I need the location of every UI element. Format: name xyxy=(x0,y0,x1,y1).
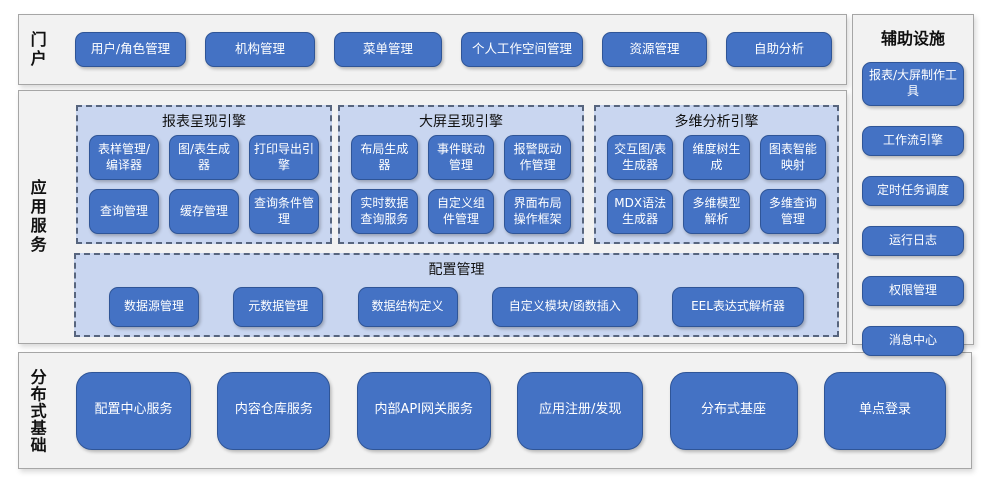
node-ui-layout-operation-framework: 界面布局操作框架 xyxy=(504,189,571,234)
report-rendering-engine-panel: 报表呈现引擎 表样管理/编译器 图/表生成器 打印导出引擎 查询管理 缓存管理 … xyxy=(76,105,332,244)
node-permission-management: 权限管理 xyxy=(862,276,964,306)
node-realtime-data-query-service: 实时数据查询服务 xyxy=(351,189,418,234)
olap-analysis-engine-panel: 多维分析引擎 交互图/表生成器 维度树生成 图表智能映射 MDX语法生成器 多维… xyxy=(594,105,839,244)
olap-analysis-engine-title: 多维分析引擎 xyxy=(674,114,759,130)
olap-analysis-engine-grid: 交互图/表生成器 维度树生成 图表智能映射 MDX语法生成器 多维模型解析 多维… xyxy=(596,133,837,234)
node-eel-expression-parser: EEL表达式解析器 xyxy=(672,287,804,327)
node-chart-table-generator: 图/表生成器 xyxy=(169,135,239,180)
node-run-logs: 运行日志 xyxy=(862,226,964,256)
app-services-section: 应用服务 报表呈现引擎 表样管理/编译器 图/表生成器 打印导出引擎 查询管理 … xyxy=(18,90,847,344)
node-cache-management: 缓存管理 xyxy=(169,189,239,234)
portal-node-organization-management: 机构管理 xyxy=(205,32,315,67)
node-interactive-chart-generator: 交互图/表生成器 xyxy=(607,135,674,180)
config-management-title: 配置管理 xyxy=(428,262,485,278)
node-custom-module-function-insert: 自定义模块/函数插入 xyxy=(491,287,638,327)
auxiliary-facilities-title: 辅助设施 xyxy=(880,29,945,48)
distributed-node-row: 配置中心服务 内容仓库服务 内部API网关服务 应用注册/发现 分布式基座 单点… xyxy=(76,353,946,468)
portal-node-personal-workspace-management: 个人工作空间管理 xyxy=(461,32,583,67)
app-services-section-label: 应用服务 xyxy=(27,179,47,255)
node-app-registration-discovery: 应用注册/发现 xyxy=(517,371,644,450)
bigscreen-rendering-engine-title: 大屏呈现引擎 xyxy=(419,114,503,130)
node-table-style-compiler: 表样管理/编译器 xyxy=(89,135,159,180)
portal-node-row: 用户/角色管理 机构管理 菜单管理 个人工作空间管理 资源管理 自助分析 xyxy=(75,15,832,84)
node-dimension-tree-generation: 维度树生成 xyxy=(683,135,750,180)
bigscreen-rendering-engine-panel: 大屏呈现引擎 布局生成器 事件联动管理 报警既动作管理 实时数据查询服务 自定义… xyxy=(338,105,584,244)
bigscreen-rendering-engine-grid: 布局生成器 事件联动管理 报警既动作管理 实时数据查询服务 自定义组件管理 界面… xyxy=(340,133,582,234)
portal-node-user-role-management: 用户/角色管理 xyxy=(75,32,186,67)
node-distributed-base: 分布式基座 xyxy=(669,371,798,450)
portal-node-resource-management: 资源管理 xyxy=(602,32,707,67)
distributed-foundation-section: 分布式基础 配置中心服务 内容仓库服务 内部API网关服务 应用注册/发现 分布… xyxy=(18,352,972,469)
node-single-sign-on: 单点登录 xyxy=(823,371,946,450)
node-report-screen-authoring-tool: 报表/大屏制作工具 xyxy=(862,62,964,106)
distributed-foundation-label: 分布式基础 xyxy=(27,368,47,453)
node-chart-smart-mapping: 图表智能映射 xyxy=(759,135,826,180)
node-content-repository-service: 内容仓库服务 xyxy=(217,371,331,450)
portal-node-menu-management: 菜单管理 xyxy=(334,32,442,67)
auxiliary-node-column: 报表/大屏制作工具 工作流引擎 定时任务调度 运行日志 权限管理 消息中心 xyxy=(853,62,973,356)
node-scheduled-task-scheduling: 定时任务调度 xyxy=(862,176,964,206)
node-event-linkage-management: 事件联动管理 xyxy=(427,135,495,180)
node-mdx-syntax-generator: MDX语法生成器 xyxy=(607,189,674,234)
node-custom-component-management: 自定义组件管理 xyxy=(427,189,495,234)
node-query-management: 查询管理 xyxy=(89,189,159,234)
node-datasource-management: 数据源管理 xyxy=(109,287,199,327)
portal-node-self-service-analysis: 自助分析 xyxy=(726,32,832,67)
node-multidim-query-management: 多维查询管理 xyxy=(759,189,826,234)
node-layout-generator: 布局生成器 xyxy=(351,135,418,180)
config-management-row: 数据源管理 元数据管理 数据结构定义 自定义模块/函数插入 EEL表达式解析器 xyxy=(76,281,837,327)
node-internal-api-gateway-service: 内部API网关服务 xyxy=(356,371,491,450)
node-metadata-management: 元数据管理 xyxy=(233,287,324,327)
node-multidim-model-parsing: 多维模型解析 xyxy=(683,189,750,234)
auxiliary-facilities-section: 辅助设施 报表/大屏制作工具 工作流引擎 定时任务调度 运行日志 权限管理 消息… xyxy=(852,14,974,356)
node-message-center: 消息中心 xyxy=(862,326,964,356)
node-alarm-action-management: 报警既动作管理 xyxy=(504,135,571,180)
node-config-center-service: 配置中心服务 xyxy=(76,371,191,450)
portal-section-label: 门户 xyxy=(27,30,47,69)
node-workflow-engine: 工作流引擎 xyxy=(862,126,964,156)
report-rendering-engine-title: 报表呈现引擎 xyxy=(162,114,246,130)
node-data-structure-definition: 数据结构定义 xyxy=(357,287,458,327)
report-rendering-engine-grid: 表样管理/编译器 图/表生成器 打印导出引擎 查询管理 缓存管理 查询条件管理 xyxy=(78,133,330,234)
config-management-panel: 配置管理 数据源管理 元数据管理 数据结构定义 自定义模块/函数插入 EEL表达… xyxy=(74,253,839,337)
portal-section: 门户 用户/角色管理 机构管理 菜单管理 个人工作空间管理 资源管理 自助分析 xyxy=(18,14,847,85)
node-query-condition-management: 查询条件管理 xyxy=(249,189,319,234)
node-print-export-engine: 打印导出引擎 xyxy=(249,135,319,180)
